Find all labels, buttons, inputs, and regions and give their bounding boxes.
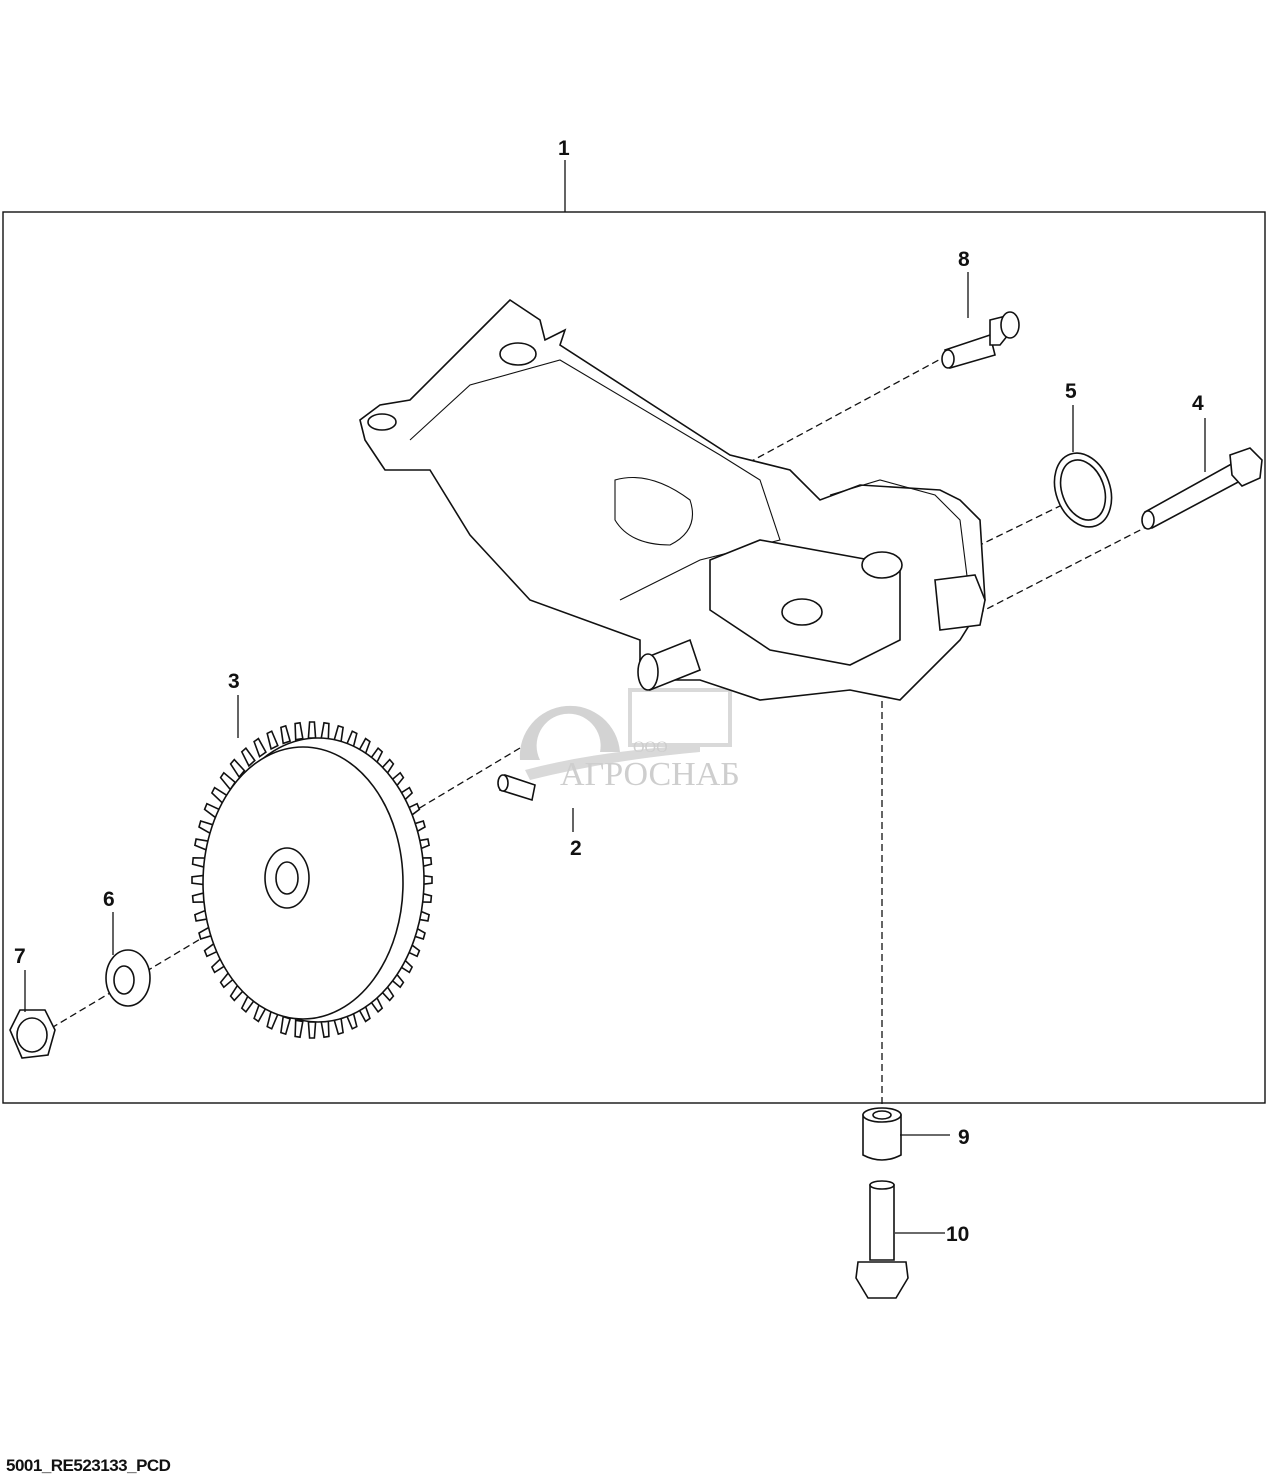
callout-2: 2 bbox=[570, 837, 582, 860]
gear-tooth bbox=[253, 737, 267, 758]
watermark-name: АГРОСНАБ bbox=[560, 756, 740, 793]
gear-tooth bbox=[266, 730, 279, 751]
gear-tooth bbox=[280, 1015, 292, 1036]
callout-3: 3 bbox=[228, 670, 240, 693]
axis-line-8 bbox=[734, 354, 949, 471]
gear-tooth bbox=[294, 1019, 304, 1039]
callout-6: 6 bbox=[103, 888, 115, 911]
gear-tooth bbox=[320, 721, 330, 741]
pin-2 bbox=[497, 773, 536, 802]
callout-1: 1 bbox=[558, 137, 570, 160]
watermark-prefix: ООО bbox=[633, 739, 668, 756]
gear-tooth bbox=[240, 747, 256, 768]
bolt-10 bbox=[855, 1180, 909, 1299]
bolt-8 bbox=[941, 311, 1020, 369]
callout-7: 7 bbox=[14, 945, 26, 968]
washer-6 bbox=[105, 949, 151, 1007]
callout-10: 10 bbox=[946, 1223, 969, 1246]
callout-8: 8 bbox=[958, 248, 970, 271]
nut-7 bbox=[9, 1009, 56, 1059]
assembly-frame bbox=[2, 211, 1266, 1104]
gear-tooth bbox=[294, 721, 304, 741]
sleeve-9 bbox=[862, 1107, 902, 1161]
callout-9: 9 bbox=[958, 1126, 970, 1149]
gear-tooth bbox=[307, 721, 317, 739]
axis-line-5 bbox=[979, 504, 1063, 546]
watermark-logo: ООО АГРОСНАБ bbox=[519, 688, 740, 793]
axis-line-gear bbox=[47, 747, 521, 1031]
callout-5: 5 bbox=[1065, 380, 1077, 403]
bolt-4 bbox=[1141, 447, 1263, 530]
oil-pump-assembly bbox=[359, 298, 986, 701]
gear-tooth bbox=[307, 1021, 317, 1039]
o-ring-5 bbox=[1053, 452, 1113, 528]
callout-4: 4 bbox=[1192, 392, 1204, 415]
gear-tooth bbox=[320, 1019, 330, 1039]
drawing-code: 5001_RE523133_PCD bbox=[6, 1456, 171, 1475]
gear-3 bbox=[191, 721, 433, 1039]
gear-tooth bbox=[280, 724, 292, 745]
axis-line-4 bbox=[974, 524, 1151, 616]
gear-tooth bbox=[229, 758, 246, 779]
